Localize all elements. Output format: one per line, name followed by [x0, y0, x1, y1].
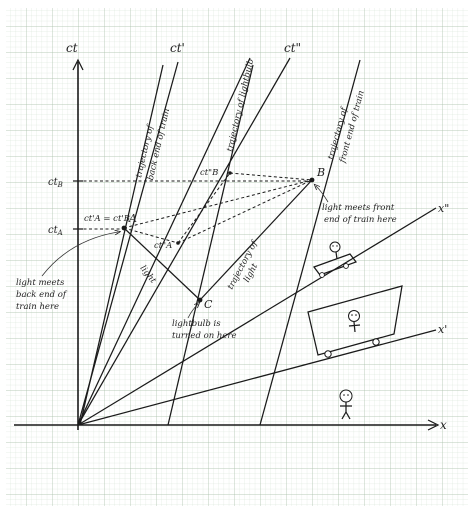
light-ray-front: [199, 179, 313, 301]
event-C-dot: [197, 297, 203, 303]
svg-text:turned on here: turned on here: [172, 331, 237, 341]
ct-double-prime-marks: [177, 172, 231, 244]
back-meet-annotation: light meets back end of train here: [16, 232, 118, 312]
event-A-label: A: [128, 212, 137, 225]
ctA-prime-eq-label: ct'A = ct'B: [84, 214, 130, 224]
ctBdd-dot: [228, 171, 232, 175]
x-double-prime-axis-label: x": [438, 202, 449, 215]
rocket-figure: [312, 241, 358, 278]
ctA-double-label: ct"A: [154, 241, 172, 251]
svg-text:light meets front: light meets front: [322, 203, 395, 213]
svg-text:light meets: light meets: [16, 278, 65, 288]
svg-text:back end of: back end of: [16, 290, 68, 300]
ctBdoubleprime-to-B: [229, 172, 313, 181]
ctAdd-dot: [176, 241, 180, 245]
bulb-on-annotation: lightbulb is turned on here: [172, 304, 237, 341]
A-to-ctAdoubleprime: [123, 227, 179, 244]
ct-prime-axis: [77, 61, 179, 426]
x-prime-axis: [77, 329, 437, 426]
ctB-double-label: ct"B: [200, 168, 218, 178]
stationary-observer-figure: [339, 389, 353, 420]
lightbulb-line: [167, 64, 254, 426]
ctA-label: ctA: [48, 225, 63, 237]
ct-prime-axis-label: ct': [170, 41, 185, 55]
event-A-dot: [121, 225, 127, 231]
svg-text:end of train here: end of train here: [324, 215, 397, 225]
x-prime-axis-label: x': [438, 323, 447, 336]
lightbulb-trajectory: [77, 57, 251, 426]
train-car: [307, 285, 403, 358]
double-prime-simultaneity: [177, 179, 313, 244]
svg-text:lightbulb is: lightbulb is: [172, 319, 221, 329]
event-B-label: B: [316, 166, 325, 179]
light-ray-back: [123, 227, 201, 301]
event-B-dot: [309, 177, 315, 183]
front-end-of-train: [259, 59, 361, 426]
ctB-label: ctB: [48, 177, 63, 189]
back-end-of-train: [79, 64, 164, 426]
front-meet-annotation: light meets front end of train here: [316, 186, 397, 225]
x-double-prime-axis: [77, 207, 437, 426]
simultaneity-prime-line: [123, 179, 313, 229]
svg-text:train here: train here: [16, 302, 59, 312]
graph-paper: [6, 8, 468, 506]
ct-axis-label: ct: [66, 41, 78, 55]
x-axis-label: x: [440, 418, 447, 432]
ct-double-prime-axis-label: ct": [284, 41, 301, 55]
ct-double-prime-axis: [77, 57, 291, 426]
x-axis-arrow: [427, 419, 440, 431]
event-C-label: C: [204, 298, 213, 311]
ct-axis-arrow: [72, 58, 84, 71]
